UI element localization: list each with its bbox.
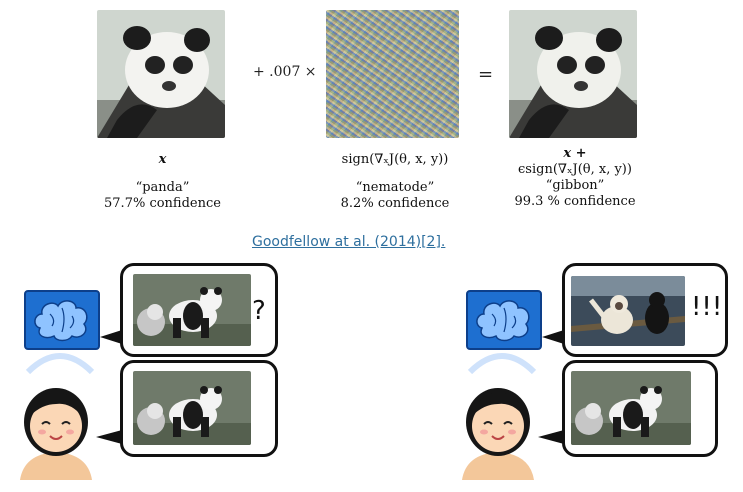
girl-avatar-icon-left xyxy=(14,376,98,480)
panda-confidence: 57.7% confidence xyxy=(104,196,221,211)
bubble-tail-left-top xyxy=(100,330,122,344)
gibbon-photo xyxy=(571,276,685,346)
panda-photo-adversarial xyxy=(509,10,637,138)
brain-icon-left xyxy=(24,290,100,350)
panda-photo-original xyxy=(97,10,225,138)
bubble-tail-right-bottom xyxy=(538,430,564,444)
exclamation-marks: !!! xyxy=(691,292,723,322)
left-caption: x “panda” 57.7% confidence xyxy=(90,152,235,212)
x-plus-symbol: x + xyxy=(563,146,587,161)
brain-arc-right xyxy=(467,353,537,374)
noise-pattern-image xyxy=(326,10,459,138)
speech-bubble-brain-right: !!! xyxy=(562,263,728,357)
sign-gradient-symbol: sign(∇ₓJ(θ, x, y)) xyxy=(341,152,449,167)
brain-icon-right xyxy=(466,290,542,350)
panda-label: “panda” xyxy=(135,180,190,195)
girl-avatar-icon-right xyxy=(456,376,540,480)
nematode-label: “nematode” xyxy=(355,180,435,195)
nematode-confidence: 8.2% confidence xyxy=(340,196,450,211)
bubble-tail-left-bottom xyxy=(96,430,122,444)
speech-bubble-brain-left xyxy=(120,263,278,357)
epsilon-sign-symbol: ϵsign(∇ₓJ(θ, x, y)) xyxy=(518,162,632,177)
panda-photo-brain-left xyxy=(133,274,251,346)
speech-bubble-human-left xyxy=(120,360,278,457)
gibbon-confidence: 99.3 % confidence xyxy=(514,194,636,209)
right-caption: x + ϵsign(∇ₓJ(θ, x, y)) “gibbon” 99.3 % … xyxy=(495,146,655,210)
speech-bubble-human-right xyxy=(562,360,718,457)
brain-arc-left xyxy=(25,353,95,374)
equals-operator: = xyxy=(478,64,494,85)
gibbon-label: “gibbon” xyxy=(545,178,605,193)
plus-operator: + .007 × xyxy=(253,64,317,80)
question-mark: ? xyxy=(252,296,266,326)
citation-link[interactable]: Goodfellow at al. (2014)[2]. xyxy=(252,234,446,250)
bubble-tail-right-top xyxy=(542,330,564,344)
middle-caption: sign(∇ₓJ(θ, x, y)) “nematode” 8.2% confi… xyxy=(310,152,480,212)
panda-photo-human-left xyxy=(133,371,251,445)
panda-photo-human-right xyxy=(571,371,691,445)
x-symbol: x xyxy=(158,152,167,167)
